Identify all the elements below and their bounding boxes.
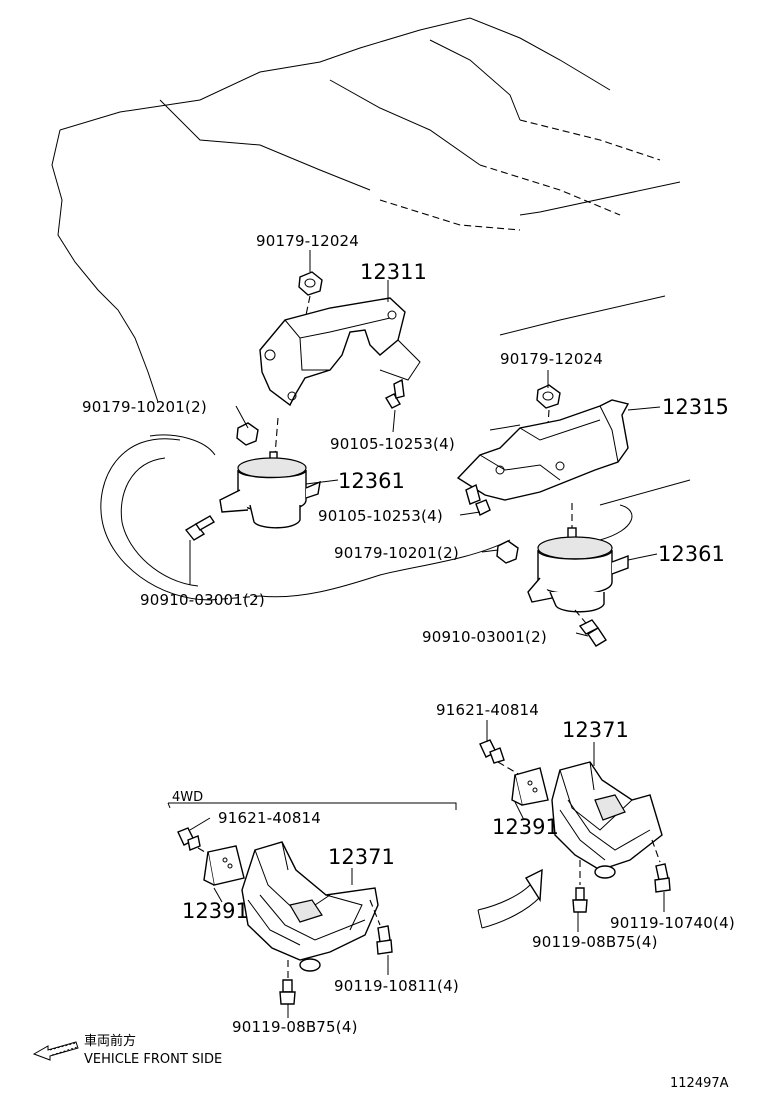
bolt-icon [376,925,393,955]
stopper-12391 [203,845,245,886]
bolt-icon [654,863,671,893]
label-lower-right-bolt-top: 91621-40814 [436,701,539,719]
label-upper-right-bolt-left: 90105-10253(4) [318,507,443,525]
vehicle-front-legend: 車両前方 VEHICLE FRONT SIDE [32,1033,222,1067]
label-upper-left-insulator: 12361 [338,469,405,493]
bolt-icon [184,515,215,541]
engine-bracket-12311 [259,297,421,407]
upper-left-assembly [184,271,421,541]
engine-bracket-12315 [456,399,630,501]
diagram-id: 112497A [670,1076,729,1091]
transmission-mount-12371 [551,761,663,879]
nut-icon [298,271,323,296]
label-upper-left-bolt-mid: 90105-10253(4) [330,435,455,453]
bolt-icon [177,827,201,851]
label-upper-left-bracket: 12311 [360,260,427,284]
label-upper-left-nut-left: 90179-10201(2) [82,398,207,416]
engine-outline [51,17,691,601]
insulator-12361 [527,527,629,613]
nut-icon [236,422,259,446]
part-labels: 90179-12024 12311 90179-10201(2) 90105-1… [82,232,735,1036]
label-lower-left-mount: 12371 [328,845,395,869]
bolt-icon [385,378,405,409]
label-upper-right-bracket: 12315 [662,395,729,419]
label-lower-left-bolt-top: 91621-40814 [218,809,321,827]
nut-icon [536,384,561,409]
label-upper-left-nut-top: 90179-12024 [256,232,359,250]
insulator-12361 [219,451,321,529]
nut-icon [496,540,519,564]
label-upper-left-bolt-bottom: 90910-03001(2) [140,591,265,609]
label-lower-right-bolt-right: 90119-10740(4) [610,914,735,932]
label-upper-right-nut-top: 90179-12024 [500,350,603,368]
label-lower-right-stopper: 12391 [492,815,559,839]
label-lower-left-bolt-bottom: 90119-08B75(4) [232,1018,358,1036]
lower-left-assembly [167,802,457,1005]
legend-japanese: 車両前方 [84,1033,136,1049]
transmission-mount-12371 [241,841,379,972]
label-variant-4wd: 4WD [172,790,203,805]
label-upper-right-insulator: 12361 [658,542,725,566]
label-upper-right-nut-left: 90179-10201(2) [334,544,459,562]
bolt-icon [572,887,588,913]
bolt-icon [279,979,296,1005]
curved-arrow-icon [477,868,543,929]
leader-lines [189,250,665,1018]
label-lower-right-mount: 12371 [562,718,629,742]
bolt-icon [465,483,491,516]
arrow-left-icon [32,1041,79,1061]
label-lower-right-bolt-bottom: 90119-08B75(4) [532,933,658,951]
lower-right-assembly [479,739,671,913]
stopper-12391 [511,767,549,806]
bolt-icon [578,619,607,647]
label-lower-left-bolt-right: 90119-10811(4) [334,977,459,995]
bolt-icon [479,739,505,764]
upper-right-assembly [456,384,630,647]
label-lower-left-stopper: 12391 [182,899,249,923]
label-upper-right-bolt-bottom: 90910-03001(2) [422,628,547,646]
legend-english: VEHICLE FRONT SIDE [84,1052,222,1067]
